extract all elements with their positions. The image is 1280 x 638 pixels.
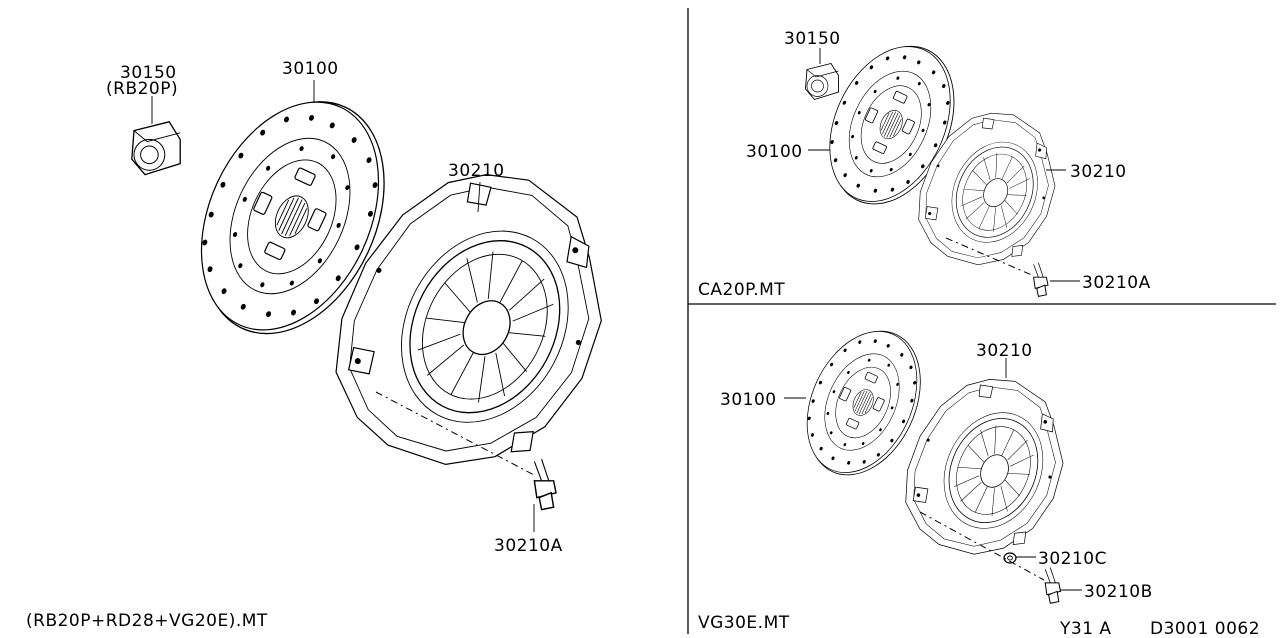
label-disc[interactable]: 30100 xyxy=(282,59,339,79)
label-bolt[interactable]: 30210A xyxy=(494,536,563,556)
leader-lines xyxy=(784,358,1082,591)
leader-lines xyxy=(151,80,535,532)
label-bolt[interactable]: 30210B xyxy=(1084,582,1153,602)
label-bearing-variant: (RB20P) xyxy=(106,79,178,99)
leader-lines xyxy=(808,48,1080,282)
cover-bolt-part[interactable] xyxy=(1033,262,1049,297)
footer: Y31 A D3001 0062 xyxy=(1059,619,1260,638)
panel-bottom-right: 30100 30210 30210C 30210B VG30E.MT xyxy=(698,312,1153,633)
label-cover[interactable]: 30210 xyxy=(1070,162,1127,182)
footer-drawing-code: D3001 0062 xyxy=(1150,619,1260,638)
footer-model-code: Y31 A xyxy=(1059,619,1112,638)
caption-top-right: CA20P.MT xyxy=(698,280,785,300)
caption-bottom-right: VG30E.MT xyxy=(698,613,790,633)
label-bolt[interactable]: 30210A xyxy=(1082,273,1151,293)
assembly-centerline xyxy=(945,237,1035,277)
label-disc[interactable]: 30100 xyxy=(746,142,803,162)
panel-dividers xyxy=(687,8,1276,634)
label-cover[interactable]: 30210 xyxy=(448,161,505,181)
caption-main: (RB20P+RD28+VG20E).MT xyxy=(26,611,268,631)
release-bearing-part[interactable] xyxy=(805,63,839,100)
cover-bolt-part[interactable] xyxy=(1044,567,1062,604)
panel-top-right: 30150 30100 30210 30210A CA20P.MT xyxy=(698,25,1151,300)
panel-main: 30150 (RB20P) 30100 30210 30210A (RB20P+… xyxy=(26,59,654,631)
washer-part[interactable] xyxy=(1003,552,1017,564)
release-bearing-part[interactable] xyxy=(131,121,181,176)
label-disc[interactable]: 30100 xyxy=(720,390,777,410)
label-bearing-number[interactable]: 30150 xyxy=(120,63,177,83)
label-cover[interactable]: 30210 xyxy=(976,341,1033,361)
label-washer[interactable]: 30210C xyxy=(1038,549,1107,569)
assembly-centerline xyxy=(919,511,1045,581)
assembly-centerline xyxy=(375,391,537,477)
label-bearing[interactable]: 30150 xyxy=(784,29,841,49)
cover-bolt-part[interactable] xyxy=(533,458,557,511)
